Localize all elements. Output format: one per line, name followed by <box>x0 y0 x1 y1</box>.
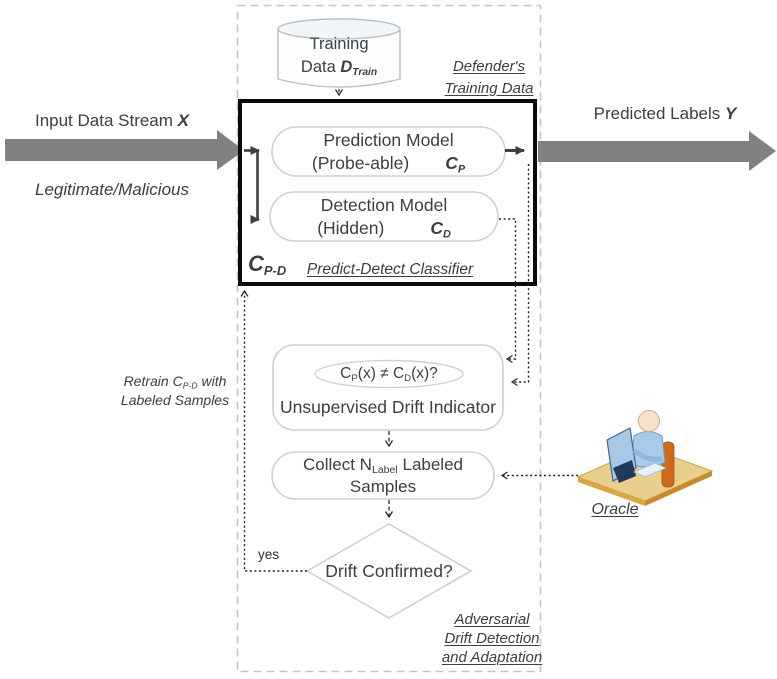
collect-suffix: Labeled <box>402 454 463 474</box>
training-data-symbol: DTrain <box>340 58 378 79</box>
training-data-cylinder <box>277 18 401 88</box>
adversarial-note: Adversarial Drift Detection and Adaptati… <box>437 610 547 667</box>
collect-line1: Collect NLabel Labeled <box>303 454 463 476</box>
prediction-model-line2: (Probe-able) CP <box>312 152 465 175</box>
drift-confirmed-diamond <box>305 523 473 619</box>
detection-model-line2: (Hidden) CD <box>317 217 451 240</box>
oracle-label: Oracle <box>583 501 647 519</box>
predicted-labels-symbol: Y <box>725 104 737 123</box>
detection-model-label: Detection Model (Hidden) CD <box>270 192 498 241</box>
retrain-prefix: Retrain C <box>123 373 183 389</box>
detection-model-shape <box>269 191 499 242</box>
adversarial-note-line3: and Adaptation <box>441 649 543 667</box>
defenders-note-line1: Defender's <box>452 58 526 75</box>
collect-samples-shape <box>271 451 495 500</box>
input-branch-arrows <box>244 146 260 224</box>
training-data-line2: Data DTrain <box>283 56 395 79</box>
detection-model-line1: Detection Model <box>320 194 448 215</box>
drift-condition-sub2: D <box>404 372 412 384</box>
prediction-model-label: Prediction Model (Probe-able) CP <box>272 127 505 176</box>
prediction-model-line1: Prediction Model <box>323 129 454 150</box>
labels-to-indicator-connector <box>510 164 530 387</box>
predicted-labels-label: Predicted Labels Y <box>565 104 765 124</box>
classifier-tag-subscript: P-D <box>263 262 287 278</box>
collect-line2: Samples <box>349 476 417 496</box>
training-data-label: Training Data DTrain <box>283 33 395 80</box>
input-class-label: Legitimate/Malicious <box>34 180 189 199</box>
classifier-note-text: Predict-Detect Classifier <box>306 261 474 278</box>
classifier-note: Predict-Detect Classifier <box>300 261 480 279</box>
drift-condition-sub1: P <box>351 372 358 384</box>
yes-label: yes <box>258 547 280 562</box>
retrain-note: Retrain CP-D with Labeled Samples <box>114 372 236 410</box>
retrain-note-line2: Labeled Samples <box>120 391 230 408</box>
predicted-labels-arrow <box>538 131 776 171</box>
oracle-label-text: Oracle <box>591 501 639 518</box>
input-stream-symbol: X <box>177 111 190 130</box>
drift-condition-label: CP(x) ≠ CD(x)? <box>315 365 463 383</box>
predicted-labels-text: Predicted Labels <box>593 104 721 123</box>
drift-condition-mid: (x) ≠ C <box>357 365 405 382</box>
drift-condition-end: (x)? <box>411 365 438 382</box>
oracle-icon <box>576 410 714 506</box>
collect-samples-label: Collect NLabel Labeled Samples <box>272 452 494 499</box>
defenders-training-note: Defender's Training Data <box>428 56 550 100</box>
drift-indicator-label: Unsupervised Drift Indicator <box>280 397 496 417</box>
drift-condition-c1: C <box>340 365 352 382</box>
retrain-feedback-connector <box>240 289 307 572</box>
retrain-note-line1: Retrain CP-D with <box>114 372 236 391</box>
adversarial-note-line2: Drift Detection <box>444 630 540 648</box>
drift-condition-ellipse <box>314 359 464 389</box>
prediction-model-symbol: CP <box>445 152 466 175</box>
classifier-tag-symbol: C <box>248 251 264 276</box>
prediction-model-qualifier: (Probe-able) <box>311 152 410 173</box>
input-stream-arrow <box>5 130 244 170</box>
defenders-note-line2: Training Data <box>444 79 534 97</box>
input-stream-text: Input Data Stream <box>34 111 173 130</box>
adversarial-note-line1: Adversarial <box>454 611 530 628</box>
classifier-tag: CP-D <box>248 251 286 277</box>
training-data-line1: Training <box>309 35 369 53</box>
collect-prefix: Collect N <box>303 454 372 474</box>
retrain-subscript: P-D <box>182 380 198 391</box>
collect-subscript: Label <box>371 464 398 477</box>
retrain-suffix: with <box>201 373 227 389</box>
detection-model-symbol: CD <box>430 217 451 240</box>
drift-confirmed-label: Drift Confirmed? <box>325 561 453 581</box>
input-stream-label: Input Data Stream X <box>10 111 214 131</box>
outer-dashed-boundary <box>236 4 542 673</box>
detection-model-qualifier: (Hidden) <box>317 217 385 238</box>
training-data-word: Data <box>300 58 336 77</box>
